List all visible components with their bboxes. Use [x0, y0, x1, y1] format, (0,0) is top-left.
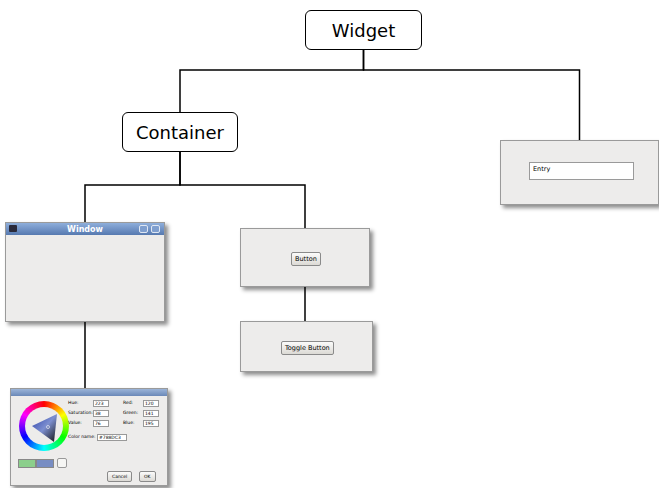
dialog-button: OK — [139, 471, 156, 482]
tree-connector — [364, 50, 580, 140]
field-label: Color name: — [68, 434, 95, 439]
tree-connector — [180, 152, 305, 228]
color-swatch — [36, 459, 54, 468]
eyedropper-button — [57, 458, 67, 468]
title-button — [151, 225, 160, 233]
text-entry: Entry — [529, 162, 634, 180]
title-bar — [11, 389, 167, 396]
tree-connector — [84, 322, 86, 388]
spin-value: 120 — [143, 400, 159, 407]
field-label: Green: — [123, 410, 138, 415]
class-box: Container — [122, 112, 238, 152]
class-name: Widget — [332, 20, 395, 41]
spin-value: 223 — [93, 400, 109, 407]
field-label: Saturation: — [68, 410, 93, 415]
spin-value: 195 — [143, 420, 159, 427]
window-title: Window — [67, 225, 103, 234]
dialog-button: Cancel — [107, 471, 132, 482]
entry-screenshot: Entry — [500, 140, 659, 205]
push-button: Button — [291, 252, 321, 266]
spin-value: 38 — [93, 410, 109, 417]
spin-value: #788DC3 — [97, 434, 127, 441]
field-label: Value: — [68, 420, 82, 425]
button-screenshot: Toggle Button — [240, 321, 373, 372]
field-label: Hue: — [68, 400, 79, 405]
tree-connector — [304, 287, 306, 321]
color-triangle — [24, 406, 64, 446]
color-dialog-screenshot: Hue: 223Saturation:38Value: 76 Red: 120Green… — [10, 388, 168, 486]
window-screenshot: Window — [5, 222, 165, 322]
tree-connector — [180, 50, 364, 112]
button-screenshot: Button — [240, 228, 370, 287]
spin-value: 141 — [143, 410, 159, 417]
window-icon — [9, 225, 17, 232]
color-swatch — [18, 459, 36, 468]
spin-value: 76 — [93, 420, 109, 427]
tree-connector — [85, 152, 180, 222]
class-name: Container — [136, 122, 224, 143]
title-button — [139, 225, 148, 233]
class-box: Widget — [305, 10, 422, 50]
push-button: Toggle Button — [281, 341, 334, 355]
field-label: Red: — [123, 400, 133, 405]
field-label: Blue: — [123, 420, 134, 425]
